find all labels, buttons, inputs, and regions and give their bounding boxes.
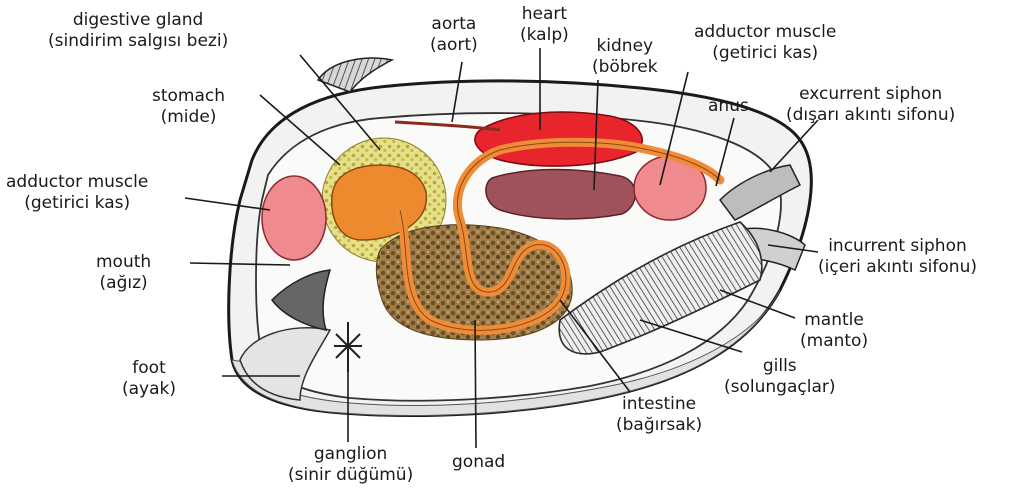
label-incurrent-siphon-name: incurrent siphon	[818, 236, 977, 257]
label-mouth-name: mouth	[96, 252, 151, 273]
label-incurrent-siphon-translation: (içeri akıntı sifonu)	[818, 257, 977, 278]
label-kidney-translation: (böbrek	[592, 57, 658, 78]
label-adductor-muscle-right-name: adductor muscle	[694, 22, 836, 43]
label-foot-name: foot	[122, 358, 176, 379]
label-adductor-muscle-left: adductor muscle (getirici kas)	[6, 172, 148, 214]
label-stomach-name: stomach	[152, 86, 225, 107]
kidney-shape	[486, 170, 635, 219]
label-heart: heart (kalp)	[520, 4, 569, 46]
label-mantle-translation: (manto)	[800, 331, 868, 352]
label-foot: foot (ayak)	[122, 358, 176, 400]
label-gonad-name: gonad	[452, 452, 505, 473]
label-heart-translation: (kalp)	[520, 25, 569, 46]
label-digestive-gland-name: digestive gland	[48, 10, 228, 31]
adductor-muscle-left-shape	[262, 176, 326, 260]
label-mantle: mantle (manto)	[800, 310, 868, 352]
label-kidney-name: kidney	[592, 36, 658, 57]
label-anus-name: anus	[708, 96, 749, 117]
label-gonad: gonad	[452, 452, 505, 473]
label-digestive-gland-translation: (sindirim salgısı bezi)	[48, 31, 228, 52]
label-kidney: kidney (böbrek	[592, 36, 658, 78]
label-ganglion-name: ganglion	[288, 444, 413, 465]
label-intestine-name: intestine	[616, 394, 702, 415]
label-excurrent-siphon: excurrent siphon (dışarı akıntı sifonu)	[786, 84, 955, 126]
label-ganglion-translation: (sinir düğümü)	[288, 465, 413, 486]
label-gills-translation: (solungaçlar)	[724, 377, 835, 398]
label-incurrent-siphon: incurrent siphon (içeri akıntı sifonu)	[818, 236, 977, 278]
label-heart-name: heart	[520, 4, 569, 25]
label-adductor-muscle-right: adductor muscle (getirici kas)	[694, 22, 836, 64]
label-anus: anus	[708, 96, 749, 117]
label-adductor-muscle-left-translation: (getirici kas)	[6, 193, 148, 214]
label-stomach-translation: (mide)	[152, 107, 225, 128]
label-intestine: intestine (bağırsak)	[616, 394, 702, 436]
label-aorta-translation: (aort)	[430, 35, 478, 56]
label-gills: gills (solungaçlar)	[724, 356, 835, 398]
label-excurrent-siphon-translation: (dışarı akıntı sifonu)	[786, 105, 955, 126]
label-foot-translation: (ayak)	[122, 379, 176, 400]
label-adductor-muscle-right-translation: (getirici kas)	[694, 43, 836, 64]
label-gills-name: gills	[724, 356, 835, 377]
label-mantle-name: mantle	[800, 310, 868, 331]
label-intestine-translation: (bağırsak)	[616, 415, 702, 436]
label-ganglion: ganglion (sinir düğümü)	[288, 444, 413, 486]
label-aorta: aorta (aort)	[430, 14, 478, 56]
label-mouth-translation: (ağız)	[96, 273, 151, 294]
label-aorta-name: aorta	[430, 14, 478, 35]
label-stomach: stomach (mide)	[152, 86, 225, 128]
label-digestive-gland: digestive gland (sindirim salgısı bezi)	[48, 10, 228, 52]
label-excurrent-siphon-name: excurrent siphon	[786, 84, 955, 105]
label-mouth: mouth (ağız)	[96, 252, 151, 294]
label-adductor-muscle-left-name: adductor muscle	[6, 172, 148, 193]
